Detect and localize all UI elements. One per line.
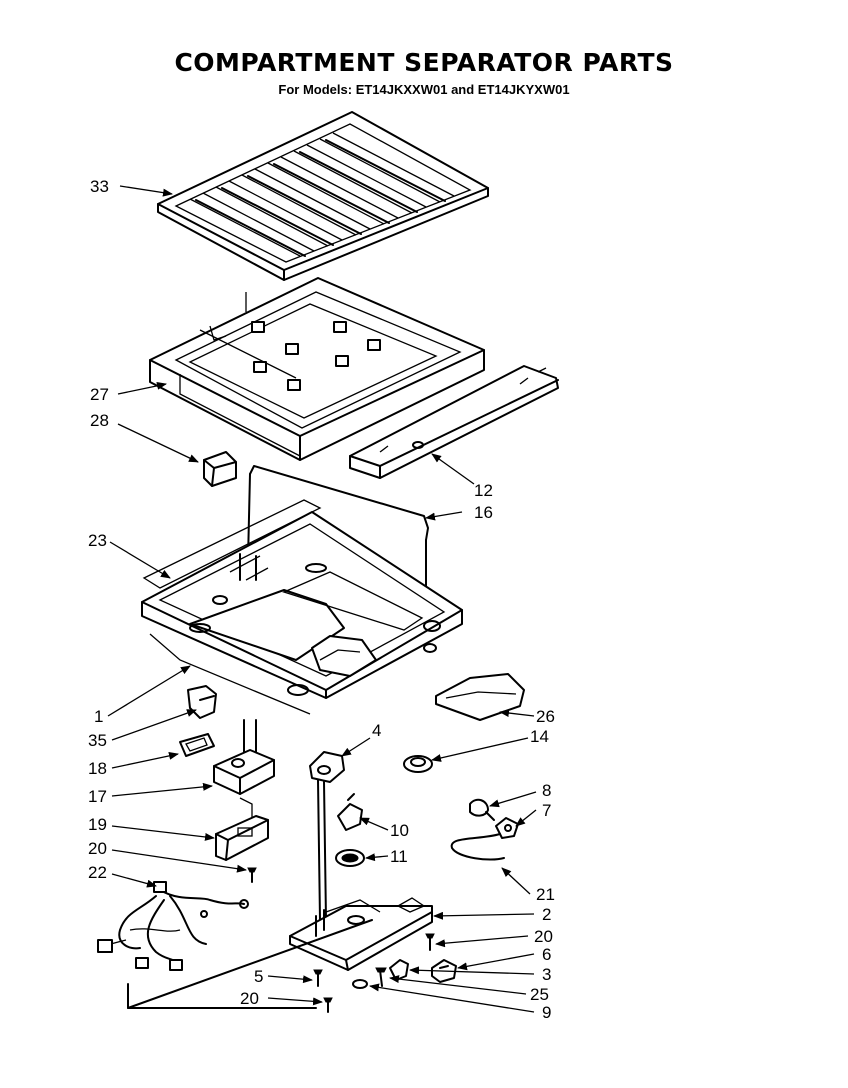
part-25-screw <box>375 967 387 987</box>
callout-12: 12 <box>474 481 493 500</box>
callout-26: 26 <box>536 707 555 726</box>
callout-5: 5 <box>254 967 263 986</box>
callout-7: 7 <box>542 801 551 820</box>
callout-4: 4 <box>372 721 381 740</box>
part-20-screw-left <box>247 867 257 883</box>
part-19-bracket <box>215 797 269 861</box>
part-23-separator-pan <box>141 499 463 715</box>
callout-3: 3 <box>542 965 551 984</box>
leader-lines <box>107 185 537 1013</box>
part-21-lead <box>450 833 505 861</box>
part-12-rail <box>349 365 559 479</box>
diagram-subtitle: For Models: ET14JKXXW01 and ET14JKYXW01 <box>278 82 570 97</box>
part-2-light-housing <box>289 897 433 971</box>
callout-20-left: 20 <box>88 839 107 858</box>
callout-20-bottom: 20 <box>240 989 259 1008</box>
part-9-washer <box>352 979 368 989</box>
part-5-screw <box>313 969 323 987</box>
callout-11: 11 <box>390 847 408 866</box>
part-17-housing <box>213 719 275 795</box>
callout-19: 19 <box>88 815 107 834</box>
callout-1: 1 <box>94 707 103 726</box>
callout-labels: 33 27 28 12 16 23 1 26 35 4 14 18 17 8 7… <box>88 177 555 1022</box>
callout-27: 27 <box>90 385 109 404</box>
callout-17: 17 <box>88 787 107 806</box>
part-33-shelf-grille <box>157 111 489 281</box>
callout-8: 8 <box>542 781 551 800</box>
callout-16: 16 <box>474 503 493 522</box>
part-22-wire-harness <box>97 881 249 971</box>
part-11-washer <box>335 849 365 867</box>
part-20-screw-lower <box>323 997 333 1013</box>
callout-25: 25 <box>530 985 549 1004</box>
callout-35: 35 <box>88 731 107 750</box>
callout-2: 2 <box>542 905 551 924</box>
part-7-socket <box>495 817 519 839</box>
part-26-cover <box>435 673 525 721</box>
part-14-grommet <box>403 755 433 773</box>
part-20-screw-right <box>425 933 435 951</box>
assembly-lines <box>127 919 373 1009</box>
part-18-plate <box>179 733 215 757</box>
part-3-connector <box>389 959 409 981</box>
part-10-switch <box>337 793 363 831</box>
callout-33: 33 <box>90 177 109 196</box>
callout-14: 14 <box>530 727 549 746</box>
callout-28: 28 <box>90 411 109 430</box>
part-8-bulb <box>469 798 495 821</box>
callout-9: 9 <box>542 1003 551 1022</box>
callout-18: 18 <box>88 759 107 778</box>
diagram-title: COMPARTMENT SEPARATOR PARTS <box>174 48 674 77</box>
part-35-connector <box>187 685 217 719</box>
part-27-frame <box>149 277 485 461</box>
part-4-knob <box>309 751 345 921</box>
callout-6: 6 <box>542 945 551 964</box>
callout-20-right: 20 <box>534 927 553 946</box>
callout-23: 23 <box>88 531 107 550</box>
callout-22: 22 <box>88 863 107 882</box>
part-28-block <box>203 451 237 487</box>
callout-10: 10 <box>390 821 409 840</box>
callout-21: 21 <box>536 885 555 904</box>
